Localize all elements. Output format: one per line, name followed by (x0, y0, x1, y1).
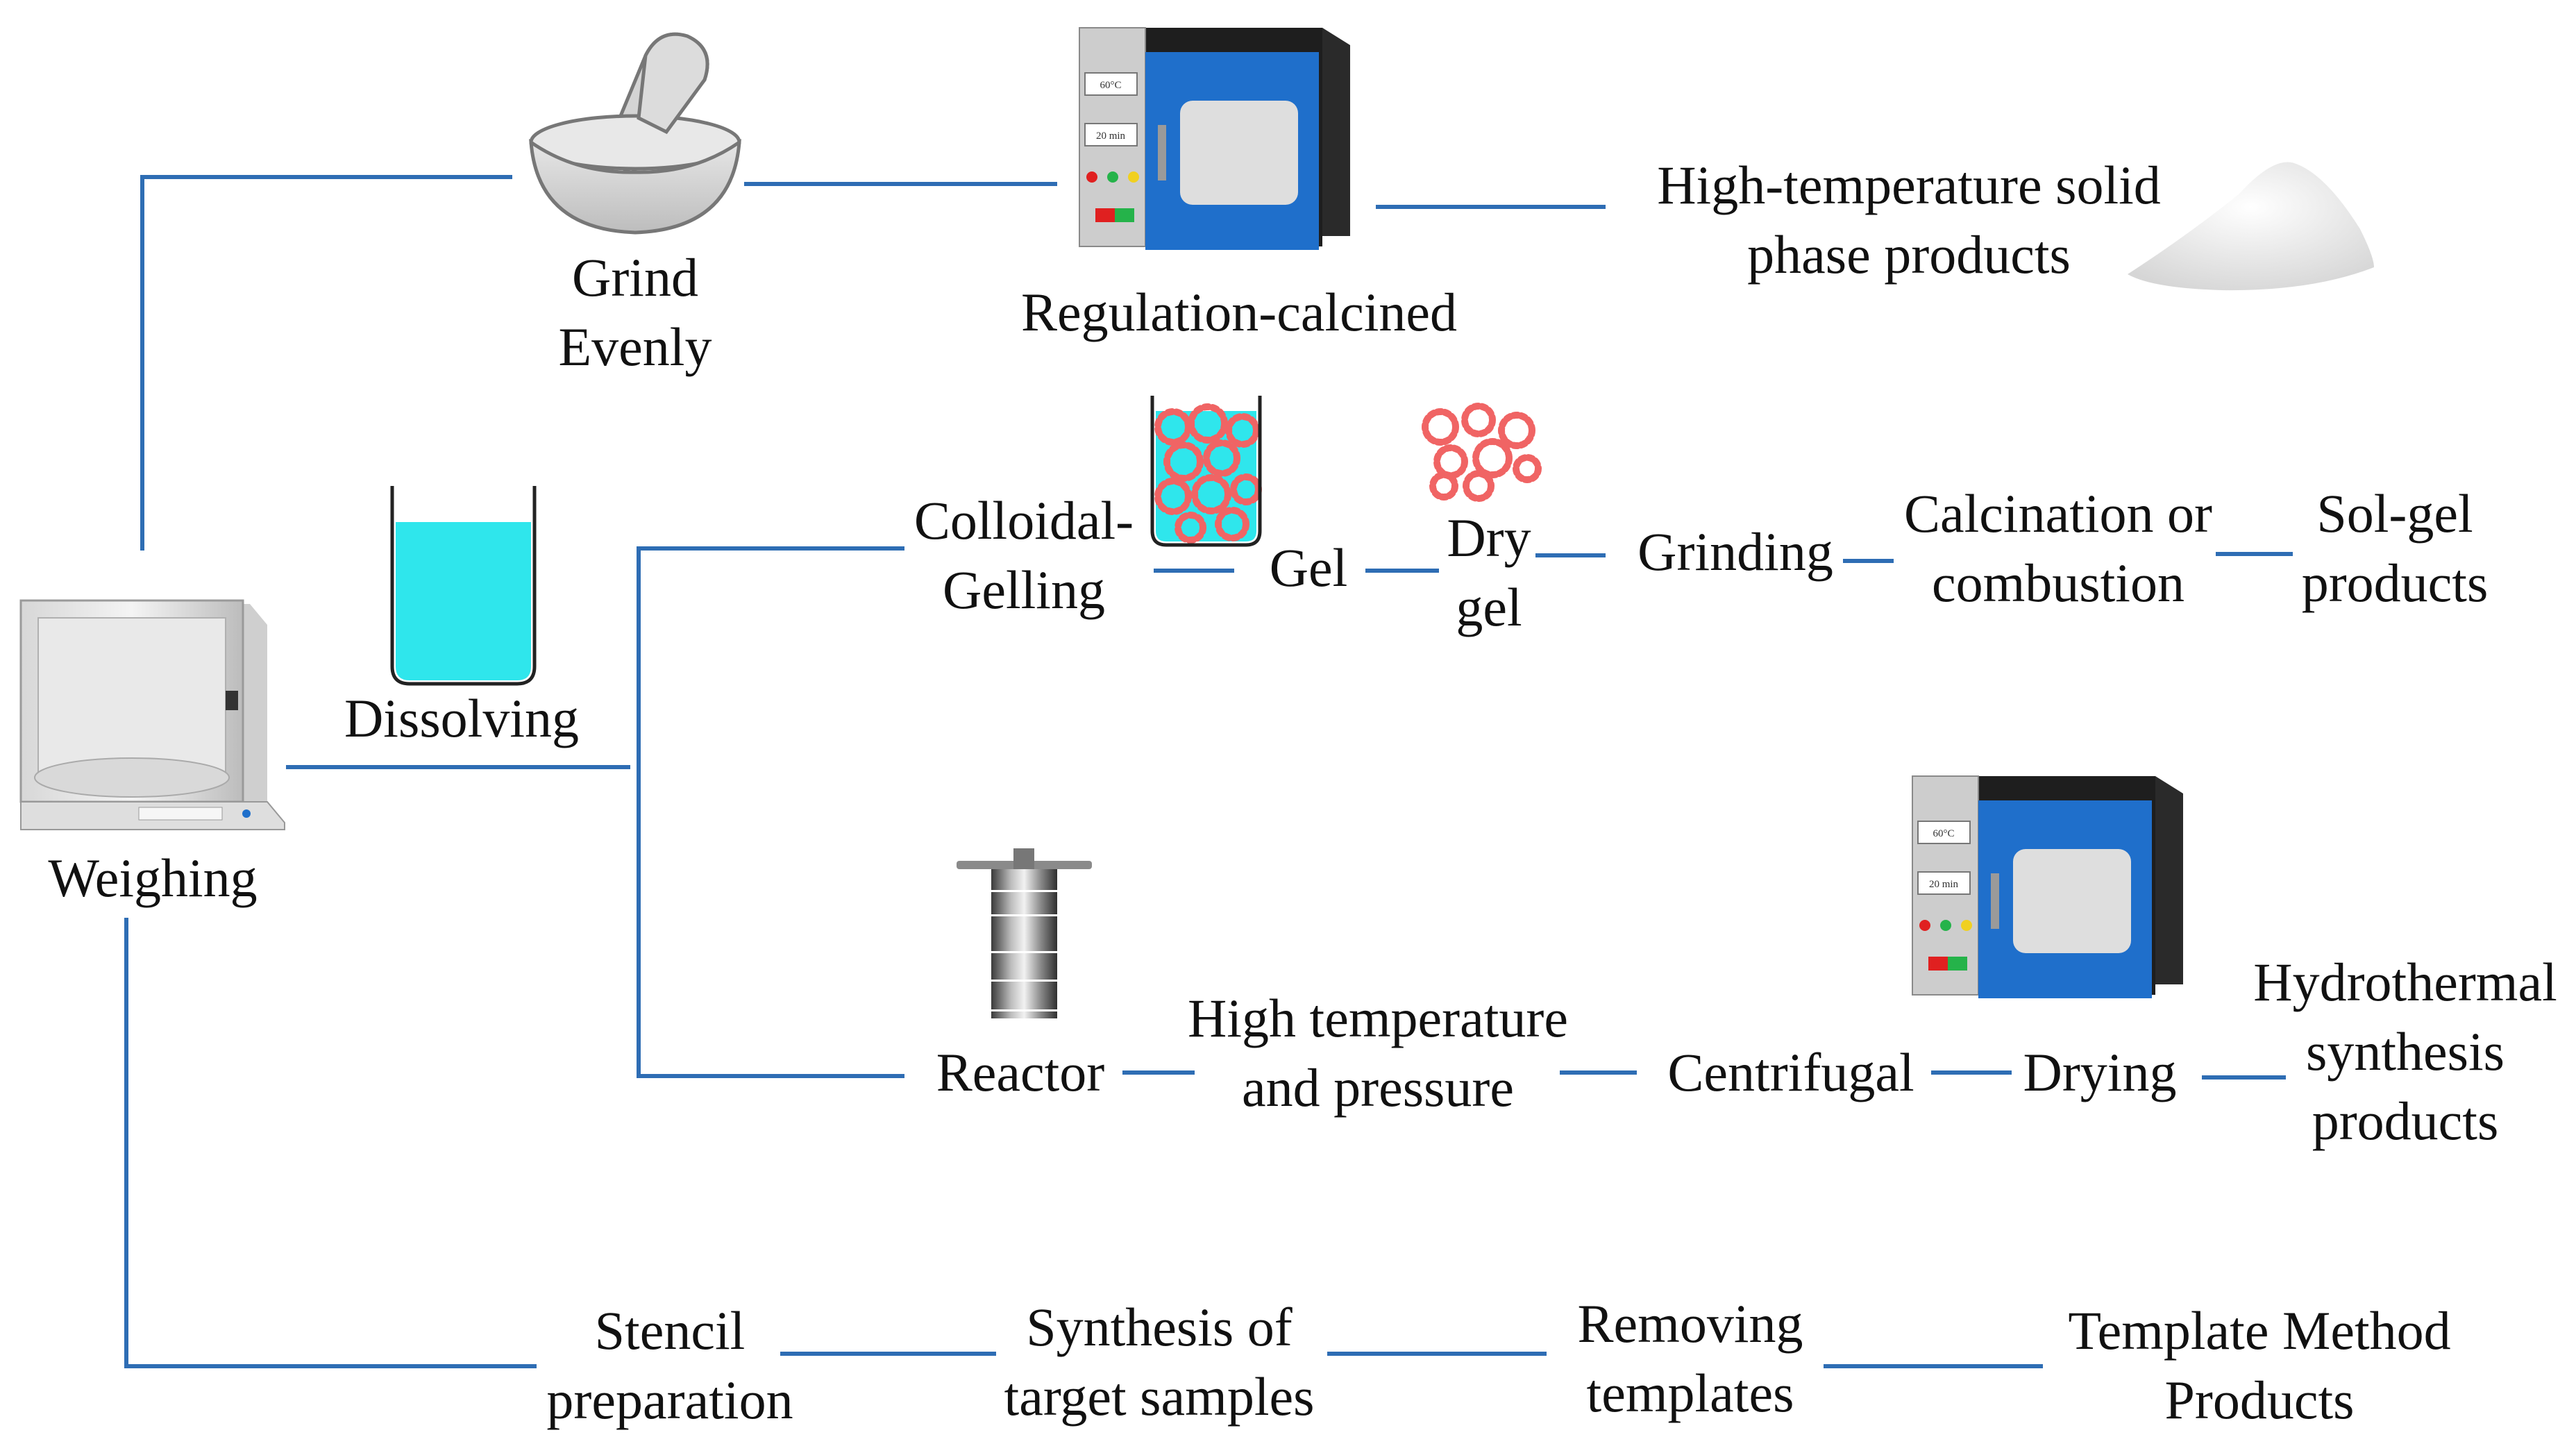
oven-temp-label: 60°C (1933, 828, 1954, 839)
drying-label: Drying (2023, 1042, 2177, 1102)
oven-icon: 60°C 20 min (1079, 27, 1350, 250)
powder-pile-icon (2128, 162, 2374, 291)
weighing-label: Weighing (48, 848, 258, 908)
oven-time-label: 20 min (1096, 131, 1126, 142)
colloidal-gelling-label: Colloidal-Gelling (914, 490, 1134, 620)
autoclave-reactor-icon (957, 848, 1092, 1018)
connector-lines (124, 175, 2293, 1368)
oven-icon: 60°C 20 min (1912, 775, 2183, 998)
mortar-pestle-icon (529, 32, 741, 235)
balance-icon (19, 599, 285, 830)
dissolving-label: Dissolving (344, 688, 580, 748)
oven-time-label: 20 min (1929, 879, 1959, 890)
beaker-icon (390, 486, 537, 686)
gel-label: Gel (1269, 537, 1348, 598)
centrifugal-label: Centrifugal (1667, 1042, 1914, 1102)
oven-temp-label: 60°C (1100, 80, 1121, 91)
dry-gel-icon (1422, 403, 1542, 502)
regulation-calcined-label: Regulation-calcined (1020, 282, 1458, 342)
grinding-label: Grinding (1638, 521, 1833, 582)
gel-beaker-icon (1150, 396, 1262, 547)
reactor-label: Reactor (936, 1042, 1105, 1102)
